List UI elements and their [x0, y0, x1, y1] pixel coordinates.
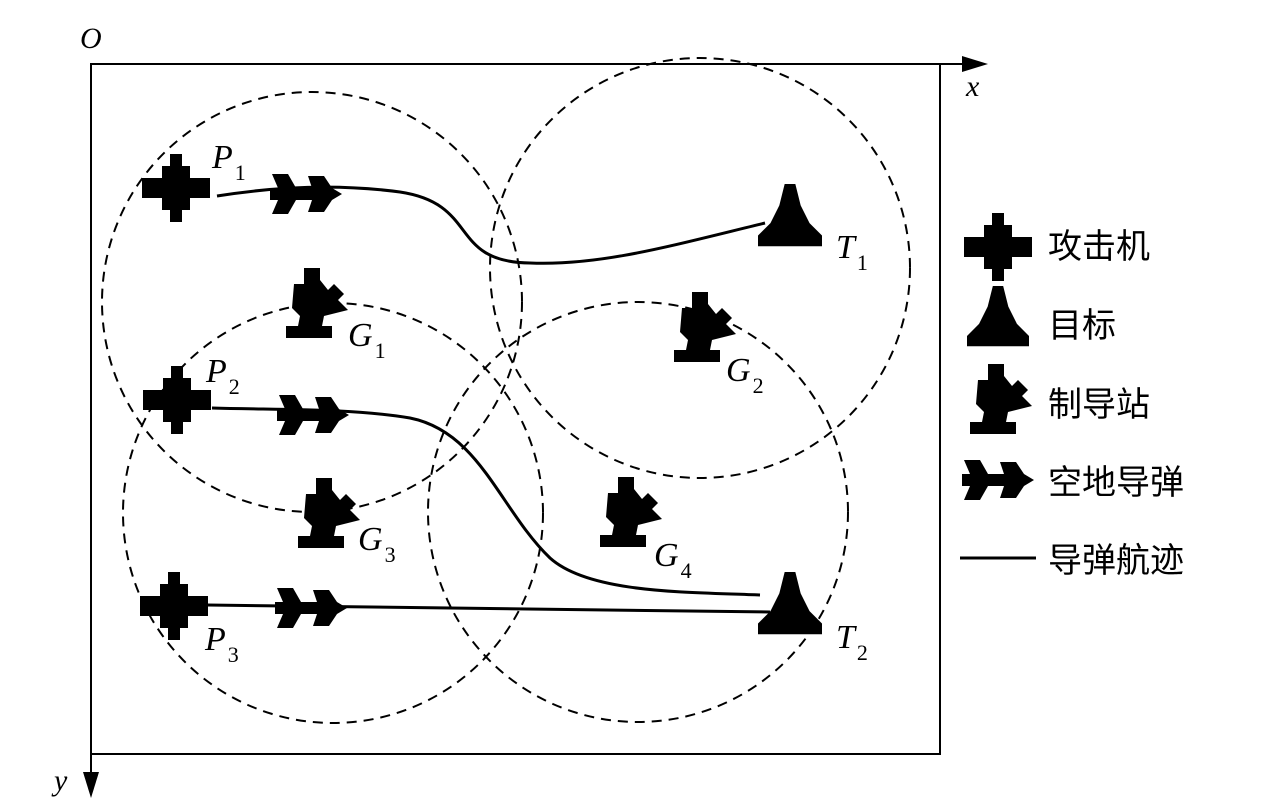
label-g4: G4 — [654, 537, 692, 583]
legend-missile-label: 空地导弹 — [1048, 463, 1184, 503]
y-axis-label: y — [51, 764, 68, 797]
missile-1-icon — [270, 174, 342, 214]
label-p2: P2 — [205, 353, 240, 399]
label-g2: G2 — [726, 352, 764, 398]
y-axis-arrow-icon — [83, 772, 99, 798]
legend-target-label: 目标 — [1048, 306, 1116, 346]
legend-target-icon — [967, 286, 1029, 347]
missile-2-icon — [277, 395, 349, 435]
coverage-circle-g4 — [427, 301, 849, 723]
label-g3: G3 — [358, 521, 396, 567]
label-t2: T2 — [836, 619, 868, 665]
origin-label: O — [80, 22, 102, 55]
x-axis-label: x — [965, 70, 980, 103]
missile-3-icon — [275, 588, 347, 628]
legend-track-label: 导弹航迹 — [1048, 541, 1184, 581]
guidance-station-g3-icon — [298, 478, 360, 548]
legend-station-icon — [970, 364, 1032, 434]
x-axis-arrow-icon — [962, 56, 988, 72]
target-t2-icon — [758, 572, 822, 635]
attack-aircraft-p3-icon — [140, 572, 208, 640]
legend: 攻击机 目标 制导站 空地导弹 导弹航迹 — [960, 213, 1184, 581]
target-t1-icon — [758, 184, 822, 247]
legend-aircraft-label: 攻击机 — [1048, 227, 1150, 267]
label-t1: T1 — [836, 229, 868, 275]
legend-station-label: 制导站 — [1048, 385, 1150, 425]
label-g1: G1 — [348, 317, 386, 363]
attack-aircraft-p1-icon — [142, 154, 210, 222]
guidance-station-g1-icon — [286, 268, 348, 338]
attack-aircraft-p2-icon — [143, 366, 211, 434]
coverage-circle-g2 — [489, 57, 911, 479]
legend-aircraft-icon — [964, 213, 1032, 281]
guidance-station-g4-icon — [600, 477, 662, 547]
label-p3: P3 — [204, 621, 239, 667]
label-p1: P1 — [211, 139, 246, 185]
legend-missile-icon — [962, 460, 1034, 500]
